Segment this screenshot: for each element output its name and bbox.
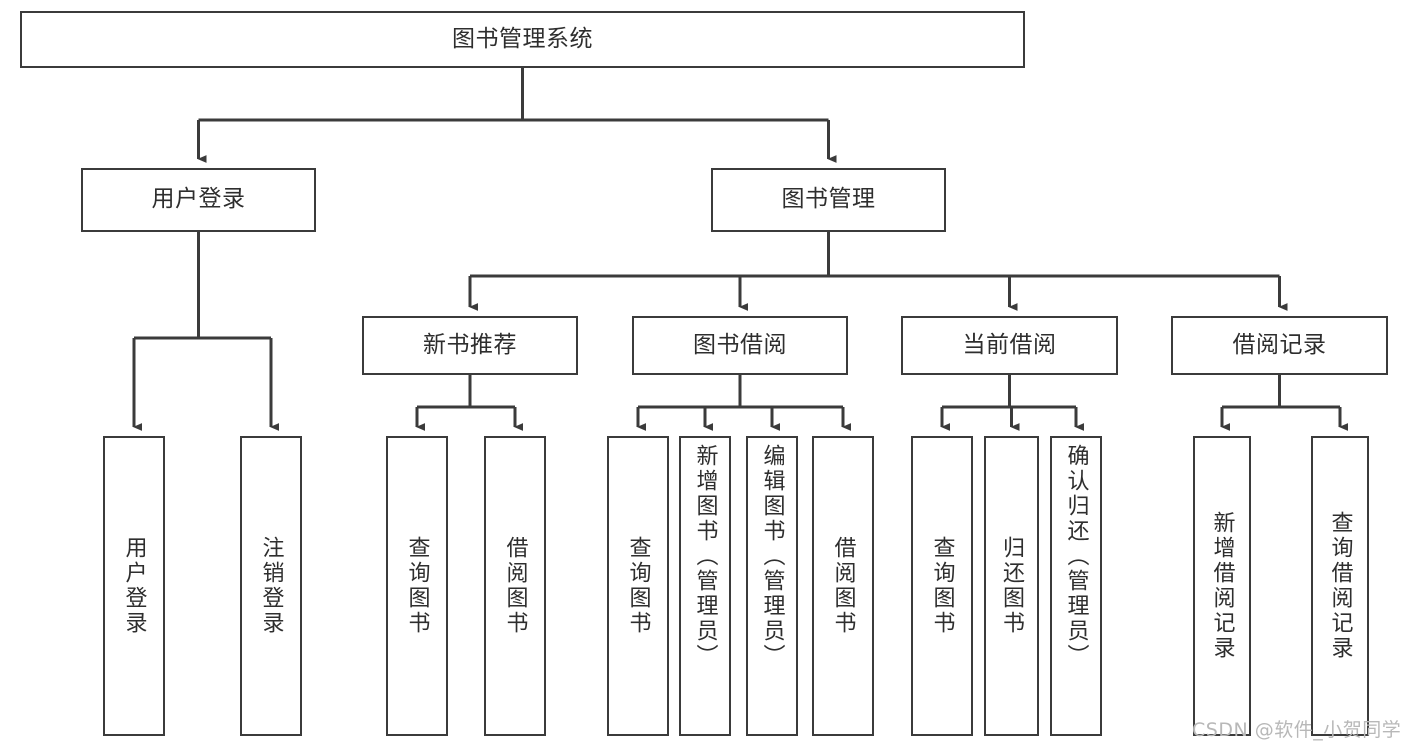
node-label-leaf-return-book: 归还图书 <box>999 536 1025 636</box>
node-leaf-edit-book[interactable]: 编辑图书（管理员） <box>746 436 798 736</box>
node-leaf-add-borrow-record[interactable]: 新增借阅记录 <box>1193 436 1251 736</box>
node-leaf-add-book[interactable]: 新增图书（管理员） <box>679 436 731 736</box>
node-leaf-borrow-book-rec[interactable]: 借阅图书 <box>484 436 546 736</box>
node-leaf-query-book-borrow[interactable]: 查询图书 <box>607 436 669 736</box>
node-label-leaf-borrow-book: 借阅图书 <box>830 536 856 636</box>
node-user-login[interactable]: 用户登录 <box>81 168 316 232</box>
node-leaf-query-book-rec[interactable]: 查询图书 <box>386 436 448 736</box>
node-label-leaf-query-book-cur: 查询图书 <box>929 536 955 636</box>
node-label-leaf-add-book: 新增图书（管理员） <box>692 444 718 669</box>
node-leaf-confirm-return[interactable]: 确认归还（管理员） <box>1050 436 1102 736</box>
node-leaf-user-logout[interactable]: 注销登录 <box>240 436 302 736</box>
node-leaf-user-login[interactable]: 用户登录 <box>103 436 165 736</box>
node-label-book-manage: 图书管理 <box>781 186 876 213</box>
node-current-borrow[interactable]: 当前借阅 <box>901 316 1118 375</box>
node-label-leaf-query-book-rec: 查询图书 <box>404 536 430 636</box>
node-book-borrow[interactable]: 图书借阅 <box>632 316 848 375</box>
node-leaf-borrow-book[interactable]: 借阅图书 <box>812 436 874 736</box>
node-leaf-query-book-cur[interactable]: 查询图书 <box>911 436 973 736</box>
node-new-book-rec[interactable]: 新书推荐 <box>362 316 578 375</box>
node-label-leaf-confirm-return: 确认归还（管理员） <box>1063 444 1089 669</box>
node-leaf-query-borrow-record[interactable]: 查询借阅记录 <box>1311 436 1369 736</box>
node-label-leaf-user-logout: 注销登录 <box>258 536 284 636</box>
node-label-book-borrow: 图书借阅 <box>693 331 787 358</box>
node-label-leaf-query-book-borrow: 查询图书 <box>625 536 651 636</box>
node-label-leaf-add-borrow-record: 新增借阅记录 <box>1209 511 1235 661</box>
node-book-manage[interactable]: 图书管理 <box>711 168 946 232</box>
node-borrow-record[interactable]: 借阅记录 <box>1171 316 1388 375</box>
node-label-leaf-user-login: 用户登录 <box>121 536 147 636</box>
node-label-leaf-borrow-book-rec: 借阅图书 <box>502 536 528 636</box>
node-label-borrow-record: 借阅记录 <box>1232 331 1327 358</box>
node-root[interactable]: 图书管理系统 <box>20 11 1025 68</box>
node-label-user-login: 用户登录 <box>151 186 246 213</box>
node-label-leaf-query-borrow-record: 查询借阅记录 <box>1327 511 1353 661</box>
node-label-root: 图书管理系统 <box>452 25 593 52</box>
node-label-leaf-edit-book: 编辑图书（管理员） <box>759 444 785 669</box>
node-label-new-book-rec: 新书推荐 <box>423 331 517 358</box>
node-leaf-return-book[interactable]: 归还图书 <box>984 436 1039 736</box>
node-label-current-borrow: 当前借阅 <box>962 331 1057 358</box>
